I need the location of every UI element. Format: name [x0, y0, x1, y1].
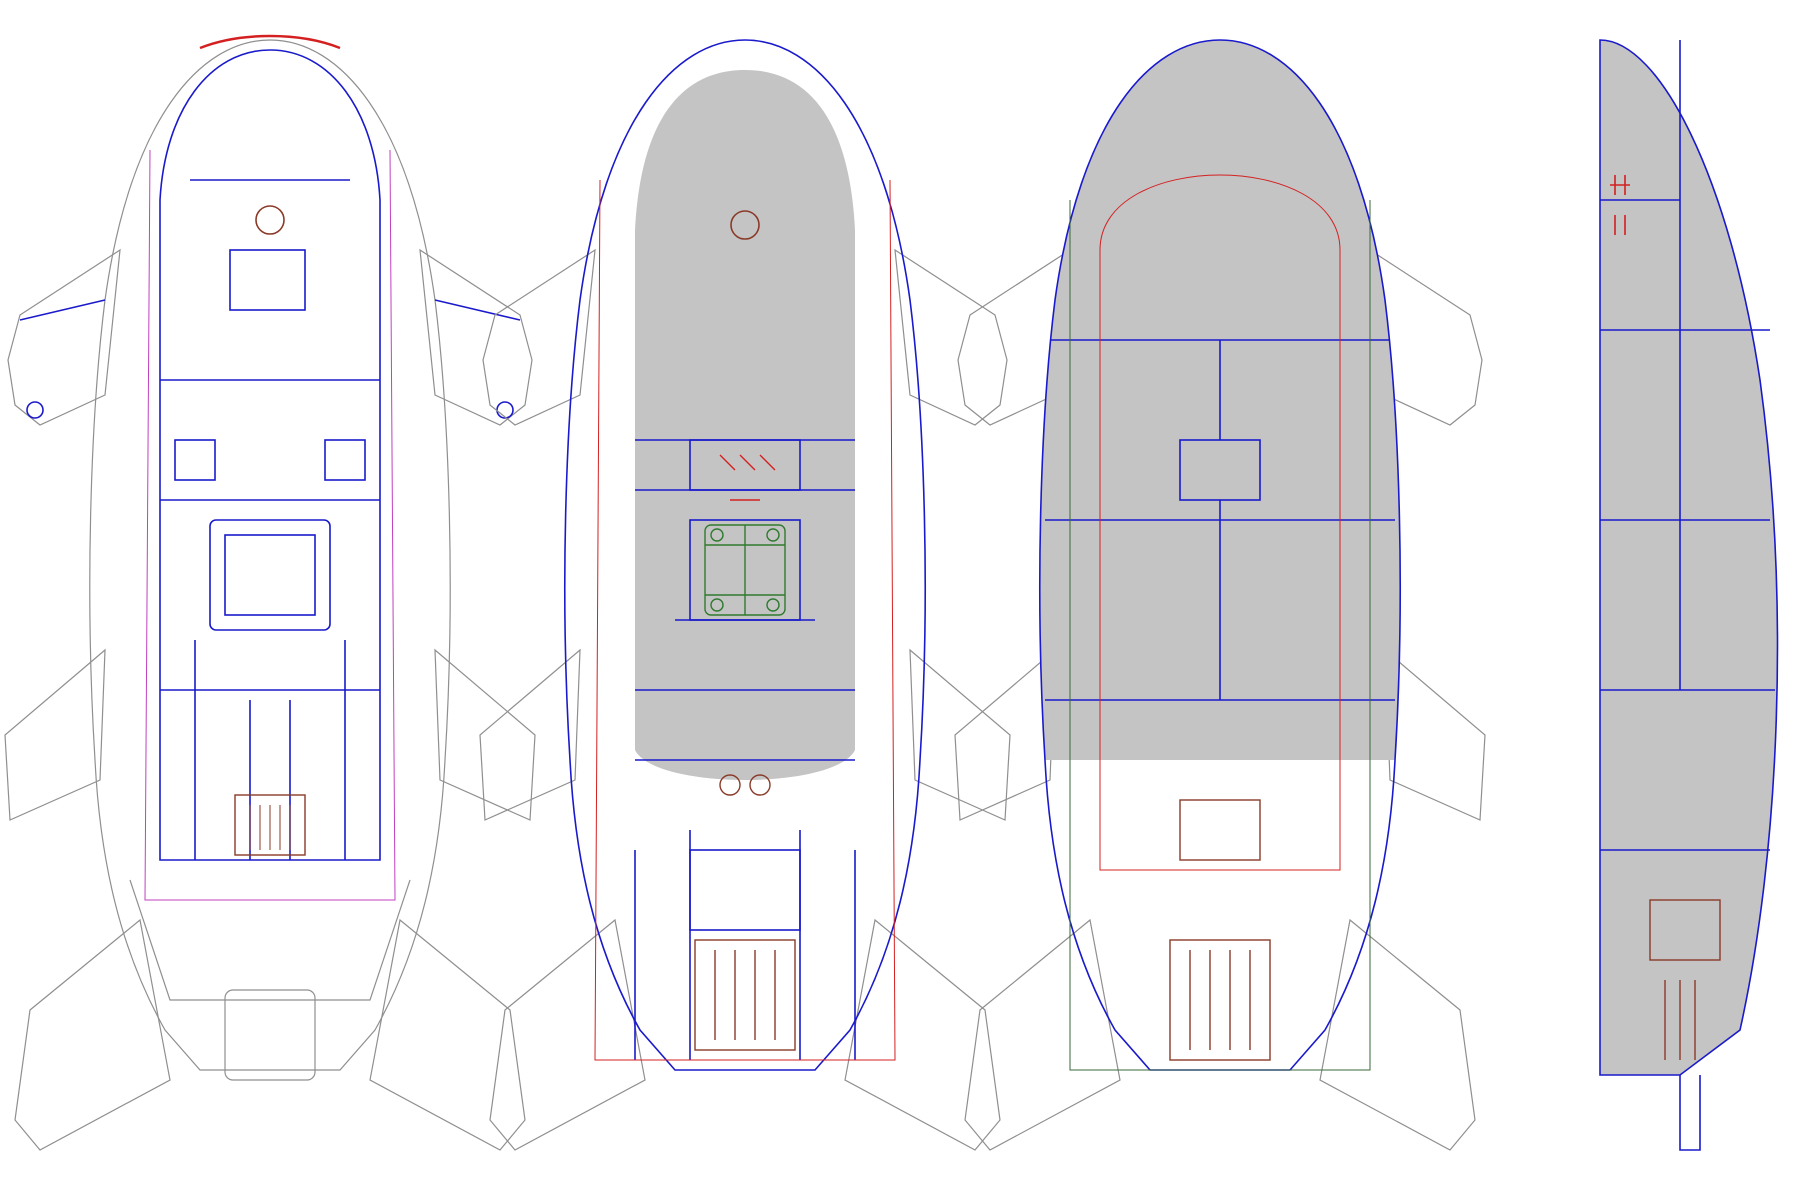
view-side-section: [1599, 39, 1779, 1151]
fan-icon: [730, 210, 760, 240]
hull-contour: [1099, 174, 1341, 871]
rover-vehicle: [704, 524, 786, 616]
hull-contour: [144, 149, 396, 901]
lower-structure: [1038, 39, 1402, 1071]
hull-outline: [4, 39, 536, 1151]
upper-structure: [19, 49, 521, 861]
engine-block: [1649, 899, 1721, 1060]
fan-icon: [255, 205, 285, 235]
side-structure: [1599, 39, 1779, 1151]
engine-block: [234, 794, 306, 856]
engine-block: [694, 774, 796, 1051]
view-lower-deck: [954, 39, 1486, 1151]
view-main-deck: [479, 39, 1011, 1151]
section-fill: [1600, 40, 1778, 1075]
view-upper-deck: [4, 34, 536, 1151]
red-markers: [719, 454, 776, 501]
nose-accent: [199, 34, 341, 50]
main-structure: [563, 39, 927, 1071]
keel-contour: [1069, 200, 1371, 1071]
crew-figures: [1610, 175, 1630, 235]
hull-contour: [594, 179, 896, 1061]
engine-block: [1169, 799, 1271, 1061]
deck-floor: [635, 70, 855, 780]
